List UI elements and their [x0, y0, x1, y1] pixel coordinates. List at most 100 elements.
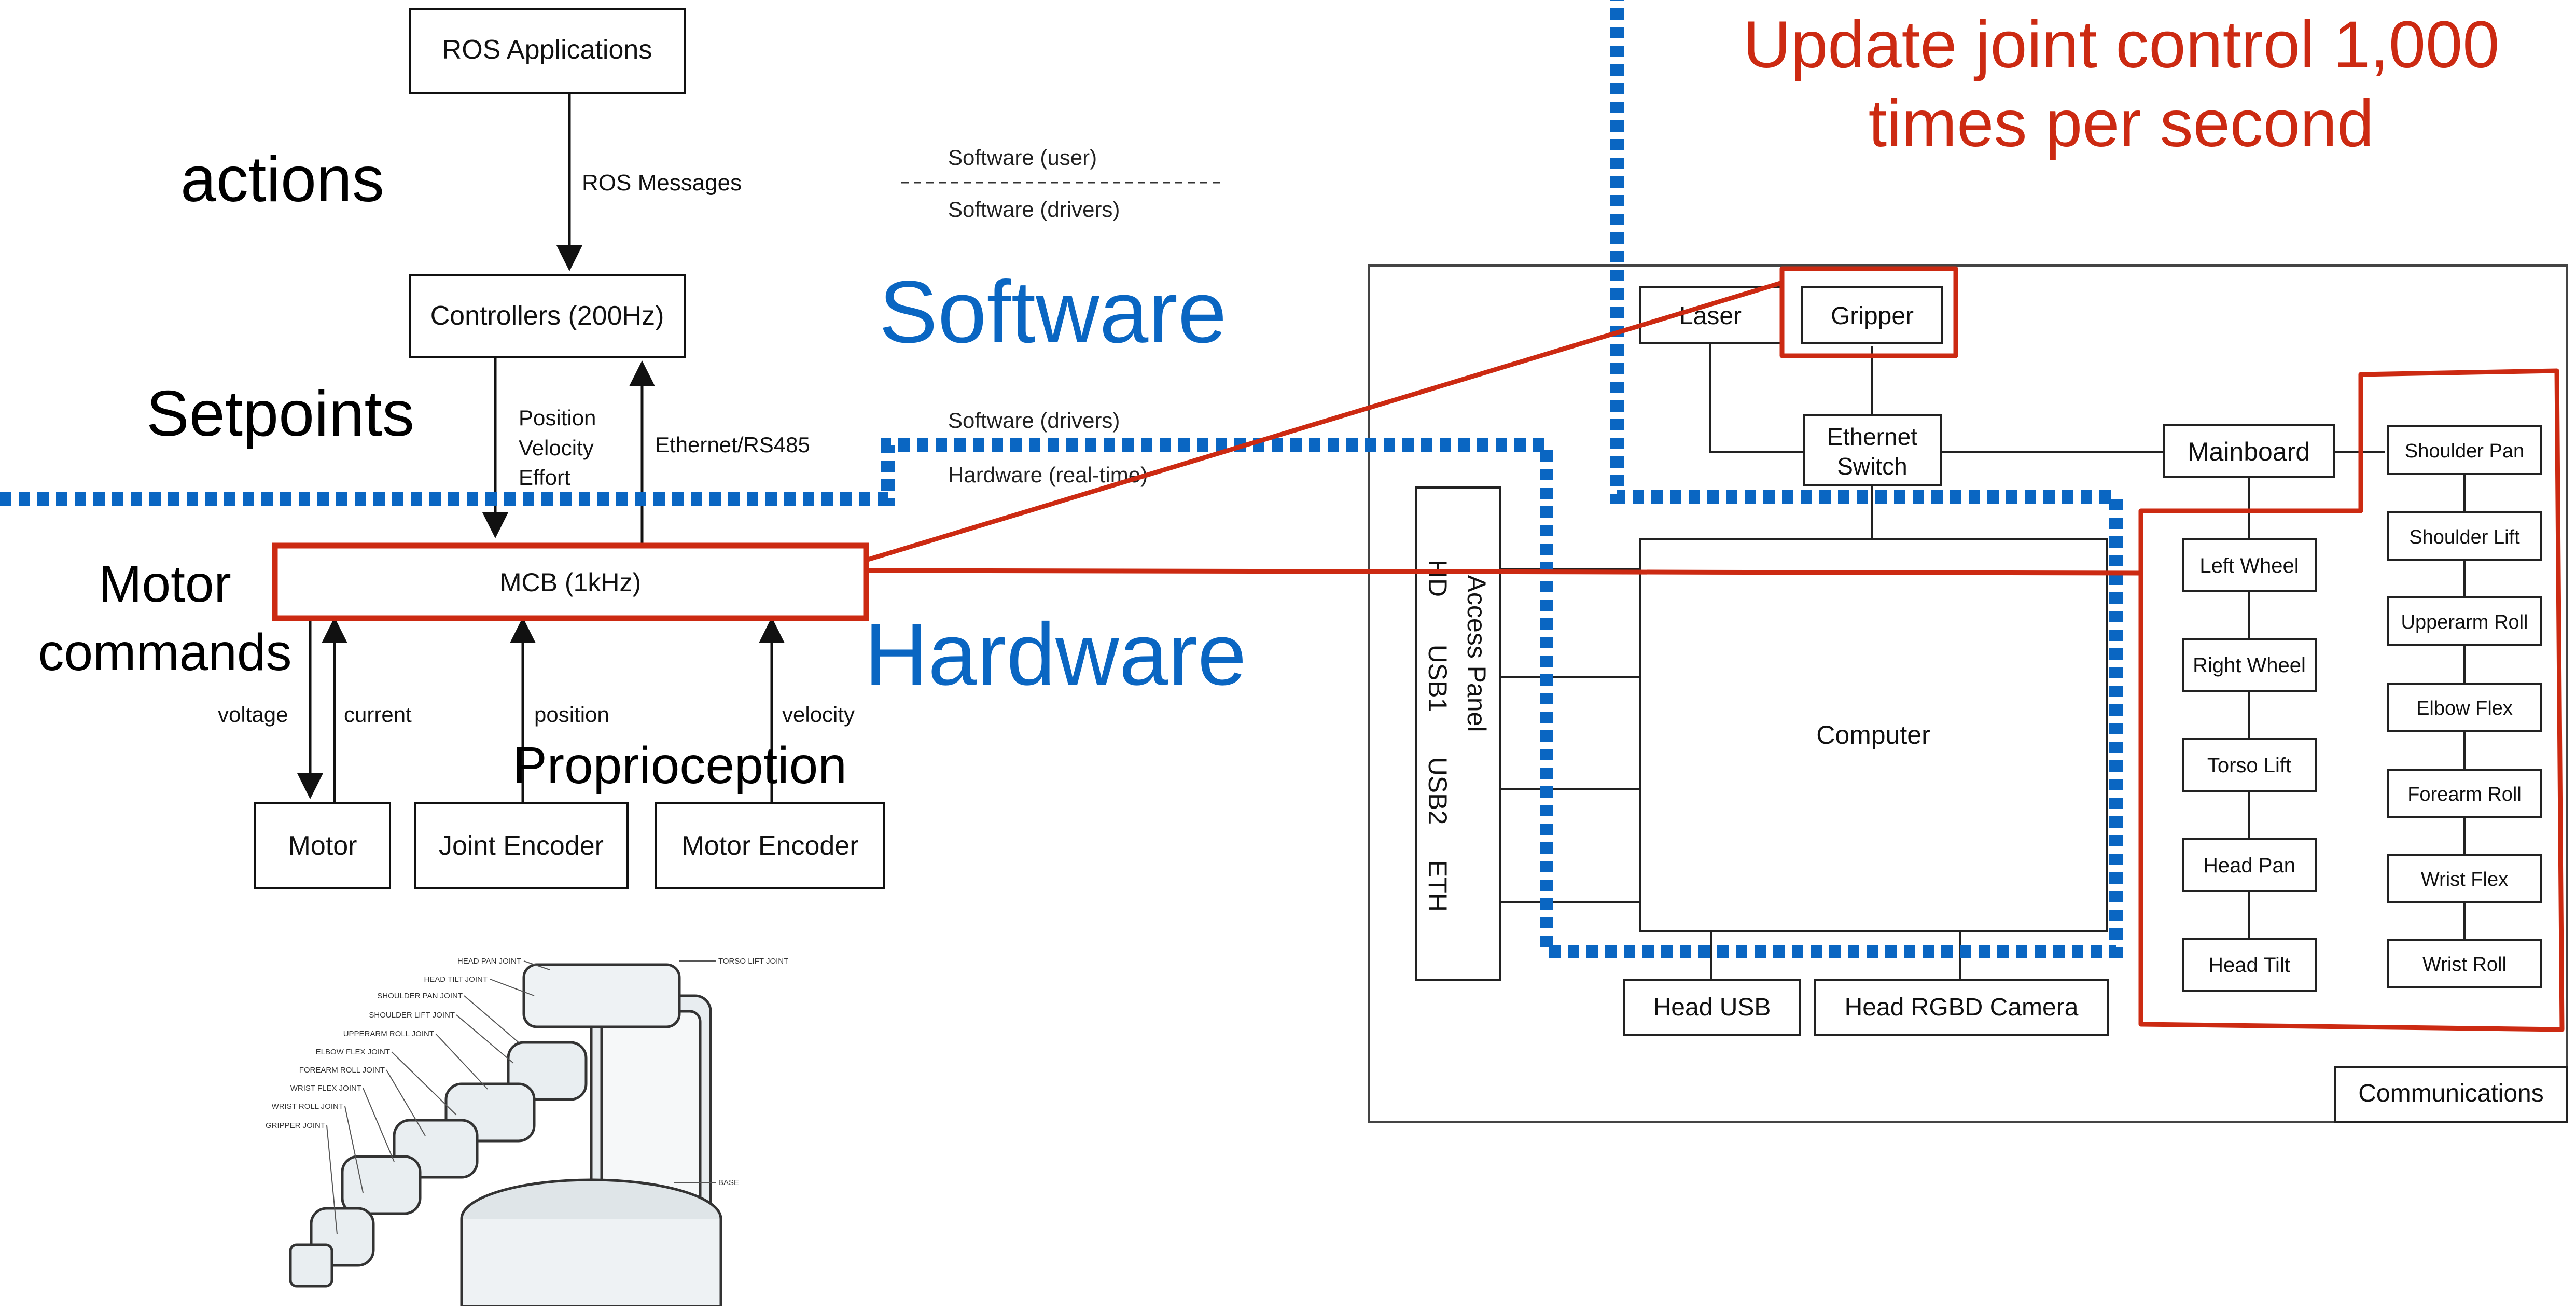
torso-lift-box	[2182, 738, 2317, 792]
torso-lift-joint-label: TORSO LIFT JOINT	[718, 957, 788, 966]
robot-head	[522, 963, 681, 1028]
arm-red-highlight	[2138, 368, 2565, 1032]
head-usb-label: Head USB	[1653, 994, 1771, 1021]
motor-commands-line1: Motor	[99, 555, 231, 613]
software-drivers-label: Software (drivers)	[948, 408, 1120, 433]
communications-label: Communications	[2358, 1080, 2543, 1107]
mainboard-chain-boxes	[2182, 538, 2317, 992]
leader-gripper	[326, 1125, 338, 1235]
ros-applications-label: ROS Applications	[442, 35, 652, 65]
leader-wrist-roll	[344, 1106, 364, 1193]
hardware-annotation: Hardware	[865, 605, 1247, 704]
laser-to-switch-line	[1709, 330, 1804, 453]
leader-elbow-flex	[391, 1051, 457, 1116]
access-panel-port-usb1: USB1	[1423, 645, 1452, 713]
mcb-label: MCB (1kHz)	[500, 568, 641, 597]
torso-lift-label: Torso Lift	[2207, 754, 2291, 777]
arm-segment-4	[341, 1155, 422, 1215]
left-wheel-label: Left Wheel	[2199, 554, 2299, 577]
shoulder-pan-label: Shoulder Pan	[2405, 440, 2524, 462]
laser-label: Laser	[1679, 302, 1742, 330]
software-hardware-boundary	[0, 0, 2123, 958]
shoulder-lift-label: Shoulder Lift	[2409, 526, 2520, 548]
shoulder-lift-box	[2387, 511, 2542, 561]
right-diagram-text: Laser Gripper Ethernet Switch Mainboard …	[1423, 302, 2544, 1107]
position-setpoint-label: Position	[519, 406, 596, 430]
head-pan-box	[2182, 838, 2317, 892]
mcb-red-highlight	[272, 542, 869, 621]
left-stack-text: ROS Applications ROS Messages Controller…	[218, 35, 859, 861]
joint-labels: HEAD PAN JOINT HEAD TILT JOINT SHOULDER …	[266, 957, 788, 1187]
mcb-box	[274, 545, 867, 619]
motor-label: Motor	[288, 831, 357, 861]
shoulder-lift-joint-label: SHOULDER LIFT JOINT	[369, 1011, 455, 1020]
right-wheel-box	[2182, 638, 2317, 692]
communications-box	[2334, 1066, 2568, 1123]
access-panel-port-eth: ETH	[1423, 860, 1452, 912]
wrist-flex-label: Wrist Flex	[2421, 869, 2508, 890]
ethernet-switch-line2: Switch	[1837, 453, 1907, 480]
head-usb-box	[1623, 979, 1801, 1036]
wrist-roll-label: Wrist Roll	[2422, 954, 2507, 976]
joint-encoder-box	[414, 802, 629, 889]
leader-wrist-flex	[363, 1088, 395, 1162]
elbow-flex-label: Elbow Flex	[2416, 698, 2513, 719]
mainboard-label: Mainboard	[2188, 437, 2310, 466]
mainboard-box	[2163, 424, 2335, 478]
arm-segment-1	[507, 1041, 588, 1101]
head-rgbd-camera-label: Head RGBD Camera	[1845, 994, 2079, 1021]
laser-box	[1639, 286, 1783, 344]
leader-shoulder-lift	[456, 1014, 514, 1064]
elbow-flex-box	[2387, 683, 2542, 732]
effort-setpoint-label: Effort	[519, 465, 570, 490]
velocity-signal-label: velocity	[782, 702, 855, 727]
shoulder-pan-box	[2387, 425, 2542, 475]
software-drivers-top-label: Software (drivers)	[948, 197, 1120, 221]
right-wheel-label: Right Wheel	[2193, 654, 2306, 677]
head-tilt-box	[2182, 938, 2317, 992]
arm-chain-boxes	[2387, 425, 2542, 988]
mcb-to-gripper-line	[865, 280, 1783, 563]
wrist-roll-box	[2387, 939, 2542, 988]
arm-chain-text: Shoulder Pan Shoulder Lift Upperarm Roll…	[2401, 440, 2528, 976]
controllers-box	[409, 274, 686, 358]
ethernet-rs485-label: Ethernet/RS485	[655, 433, 810, 457]
controllers-label: Controllers (200Hz)	[430, 301, 664, 331]
upperarm-roll-joint-label: UPPERARM ROLL JOINT	[343, 1029, 434, 1038]
robot-base	[460, 963, 722, 1308]
shoulder-pan-joint-label: SHOULDER PAN JOINT	[377, 992, 463, 1000]
leader-upperarm-roll	[435, 1033, 488, 1090]
ros-messages-label: ROS Messages	[582, 170, 742, 196]
gripper-joint-label: GRIPPER JOINT	[266, 1121, 325, 1130]
head-tilt-label: Head Tilt	[2208, 954, 2290, 977]
robot-figure: HEAD PAN JOINT HEAD TILT JOINT SHOULDER …	[266, 957, 788, 1308]
wrist-flex-joint-label: WRIST FLEX JOINT	[290, 1084, 361, 1093]
access-panel-port-hd: HD	[1423, 560, 1452, 597]
robot-arm	[289, 1041, 588, 1288]
wrist-roll-joint-label: WRIST ROLL JOINT	[272, 1102, 343, 1111]
gripper-box	[1801, 286, 1943, 344]
position-signal-label: position	[534, 702, 609, 727]
velocity-setpoint-label: Velocity	[519, 436, 594, 460]
access-panel-port-usb2: USB2	[1423, 757, 1452, 825]
head-tilt-joint-label: HEAD TILT JOINT	[424, 975, 488, 984]
wrist-flex-box	[2387, 854, 2542, 903]
robot-frame	[1368, 264, 2568, 1123]
leader-shoulder-pan	[464, 995, 519, 1043]
computer-label: Computer	[1816, 720, 1930, 749]
annotations: actions Setpoints Motor commands Proprio…	[38, 8, 2499, 795]
robot-base-body	[460, 1219, 722, 1308]
ethernet-switch-line1: Ethernet	[1827, 423, 1917, 450]
red-highlights	[865, 266, 2565, 1032]
forearm-roll-box	[2387, 769, 2542, 818]
gripper-fingers	[289, 1243, 333, 1288]
left-stack-arrows	[297, 93, 785, 803]
leader-head-tilt	[490, 979, 535, 996]
software-annotation: Software	[879, 263, 1227, 361]
base-label: BASE	[718, 1178, 739, 1187]
head-pan-label: Head Pan	[2203, 854, 2295, 877]
forearm-roll-label: Forearm Roll	[2407, 784, 2522, 805]
ros-applications-box	[409, 8, 686, 94]
motor-encoder-label: Motor Encoder	[681, 831, 858, 861]
